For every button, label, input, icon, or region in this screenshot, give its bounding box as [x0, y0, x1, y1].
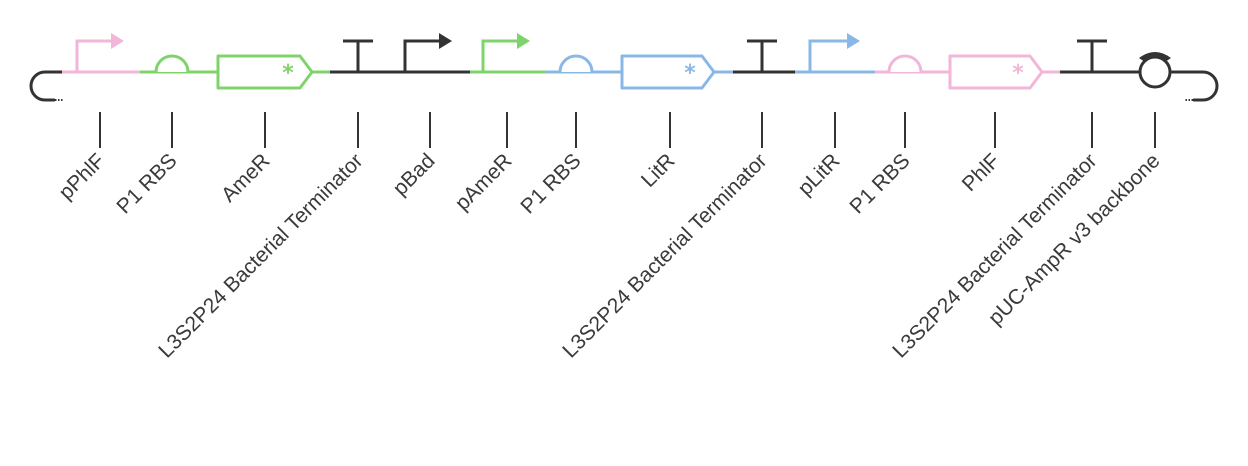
promoter-icon: [75, 39, 112, 72]
backbone-left-cap: [29, 70, 64, 102]
part-rbs-11: [875, 54, 948, 74]
part-promoter-6: [470, 33, 545, 74]
terminator-icon: [343, 39, 373, 72]
asterisk-icon: *: [282, 61, 294, 86]
backbone-right-cap: [1183, 70, 1219, 102]
arrowhead-icon: [847, 33, 860, 49]
label-leaders: [99, 112, 1156, 148]
arrowhead-icon: [111, 33, 124, 49]
part-label: pBad: [389, 149, 440, 200]
part-cds-12: *: [948, 54, 1060, 90]
cds-icon: [620, 54, 716, 90]
part-label: L3S2P24 Bacterial Terminator: [558, 149, 771, 362]
part-label: P1 RBS: [845, 149, 914, 218]
part-cds-3: *: [216, 54, 330, 90]
cds-icon: [216, 54, 314, 90]
part-label: P1 RBS: [112, 149, 181, 218]
part-glyphs: * * *: [62, 33, 1185, 90]
part-label: pAmeR: [451, 149, 517, 215]
part-terminator-13: [1060, 39, 1128, 74]
part-label: LitR: [637, 149, 680, 192]
part-promoter-5: [400, 33, 470, 74]
part-label: L3S2P24 Bacterial Terminator: [154, 149, 367, 362]
promoter-icon: [403, 39, 440, 72]
part-promoter-10: [795, 33, 875, 74]
terminator-icon: [1077, 39, 1107, 72]
rbs-icon: [558, 54, 594, 73]
part-label: P1 RBS: [516, 149, 585, 218]
dna-backbone: [29, 70, 1219, 102]
part-rbs-2: [140, 54, 216, 74]
part-cds-8: *: [620, 54, 733, 90]
cds-icon: [948, 54, 1044, 90]
part-label: pLitR: [794, 149, 845, 200]
rbs-icon: [887, 54, 923, 73]
part-rbs-7: [545, 54, 620, 74]
part-label: AmeR: [217, 149, 275, 207]
terminator-icon: [747, 39, 777, 72]
arrowhead-icon: [517, 33, 530, 49]
promoter-icon: [481, 39, 518, 72]
promoter-icon: [808, 39, 848, 72]
part-origin-14: [1128, 52, 1185, 89]
part-label: pPhlF: [54, 149, 109, 204]
origin-cap-icon: [1139, 52, 1171, 62]
part-terminator-9: [733, 39, 795, 74]
arrowhead-icon: [439, 33, 452, 49]
rbs-icon: [154, 54, 190, 73]
part-label: PhlF: [958, 149, 1005, 196]
asterisk-icon: *: [1012, 61, 1024, 86]
part-terminator-4: [330, 39, 400, 74]
asterisk-icon: *: [684, 61, 696, 86]
part-promoter-1: [62, 33, 140, 74]
